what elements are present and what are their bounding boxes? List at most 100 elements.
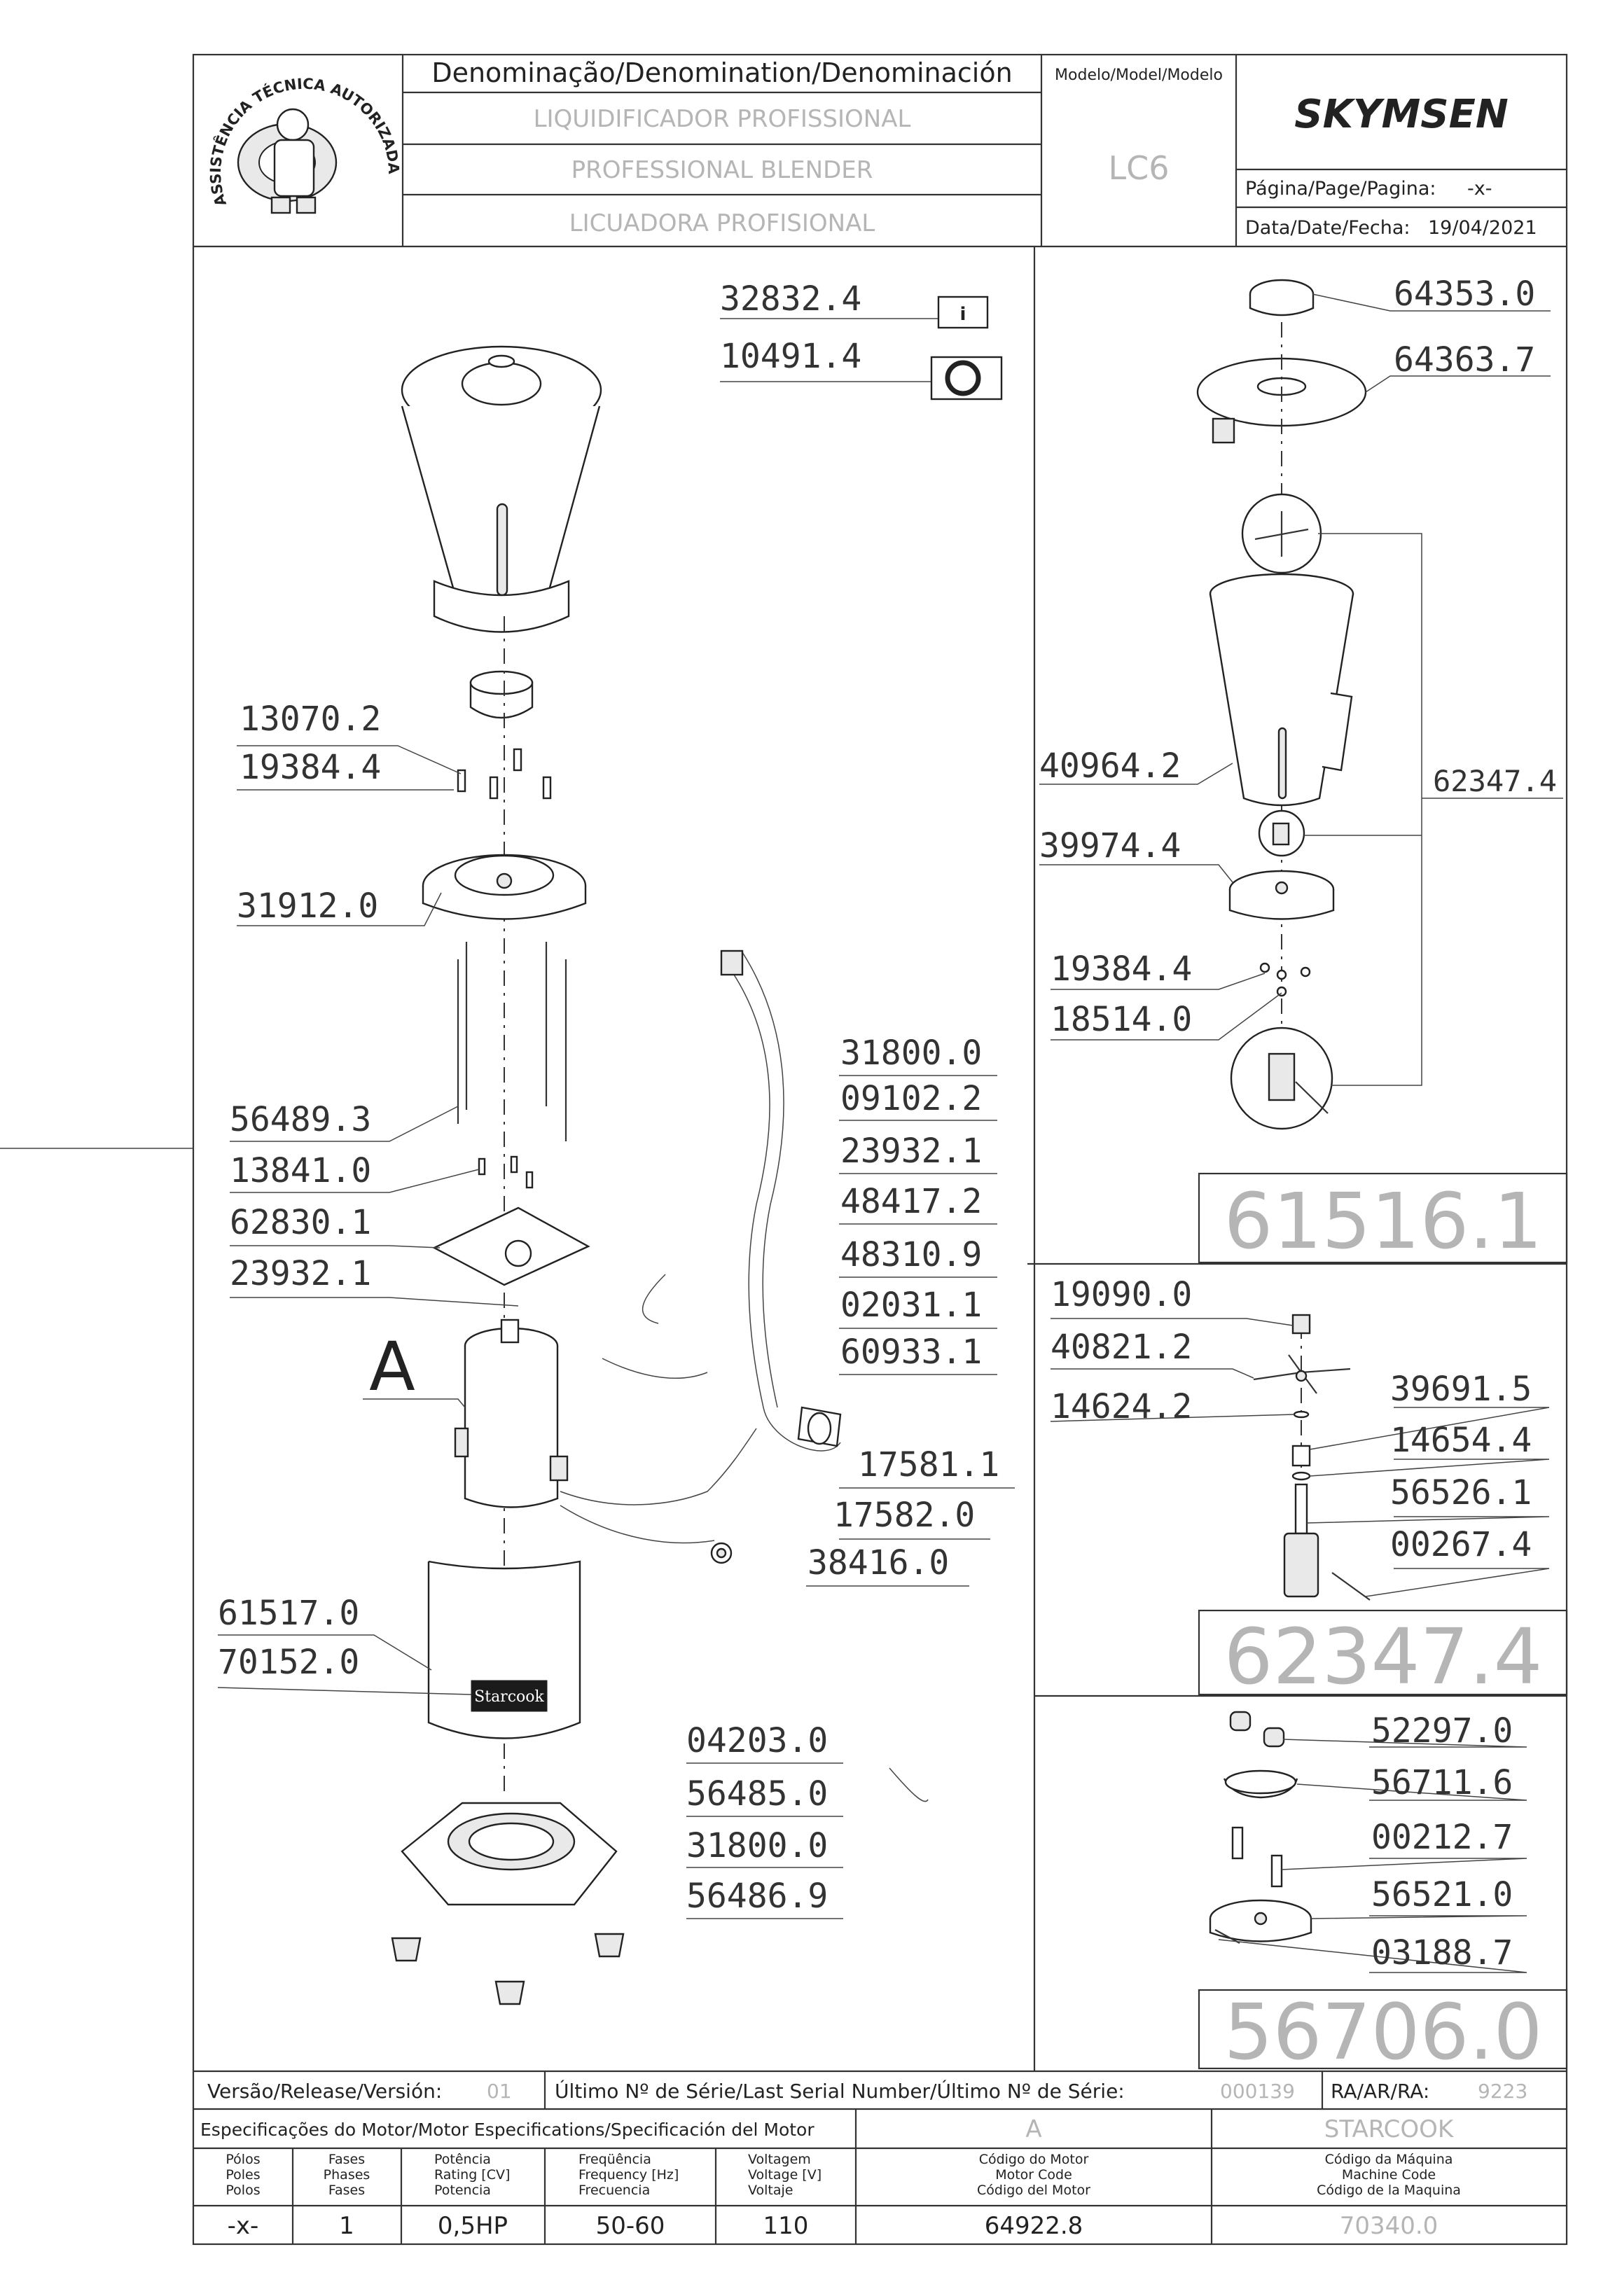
- motor-spec-title: Especificações do Motor/Motor Especifica…: [200, 2120, 815, 2140]
- release-label: Versão/Release/Versión:: [207, 2080, 442, 2103]
- col-voltage-pt: Voltagem: [748, 2152, 811, 2167]
- assembly-code-56706-0: 56706.0: [1224, 1987, 1543, 2077]
- part-09102-2: 09102.2: [840, 1079, 982, 1118]
- jar-part-labels: 64353.0 64363.7 40964.2 62347.4 39974.4 …: [1039, 274, 1568, 1266]
- value-poles: -x-: [228, 2212, 259, 2240]
- part-52297-0: 52297.0: [1371, 1711, 1513, 1751]
- part-18514-0: 18514.0: [1051, 1000, 1192, 1039]
- col-motor-code-pt: Código do Motor: [979, 2152, 1089, 2167]
- col-machine-code-en: Machine Code: [1342, 2167, 1436, 2183]
- col-machine-code-pt: Código da Máquina: [1325, 2152, 1453, 2167]
- value-rating: 0,5HP: [438, 2212, 508, 2240]
- brand-logo: SKYMSEN: [1294, 92, 1508, 137]
- part-31912-0: 31912.0: [237, 886, 378, 926]
- blade-assembly-drawing: [1253, 1314, 1371, 1601]
- part-56486-9: 56486.9: [686, 1877, 828, 1916]
- value-machine-code: 70340.0: [1340, 2212, 1439, 2240]
- date-label: Data/Date/Fecha:: [1245, 217, 1410, 239]
- coupling-part-labels: 52297.0 56711.6 00212.7 56521.0 03188.7 …: [1198, 1711, 1568, 2077]
- col-phases-pt: Fases: [328, 2152, 365, 2167]
- part-48417-2: 48417.2: [840, 1182, 982, 1221]
- col-rating-pt: Potência: [434, 2152, 491, 2167]
- part-40821-2: 40821.2: [1051, 1328, 1192, 1367]
- part-56711-6: 56711.6: [1371, 1763, 1513, 1802]
- main-blender-drawing: Starcook: [391, 345, 929, 2005]
- col-rating-en: Rating [CV]: [434, 2167, 510, 2183]
- part-70152-0: 70152.0: [218, 1643, 359, 1682]
- part-04203-0: 04203.0: [686, 1721, 828, 1760]
- part-13841-0: 13841.0: [230, 1151, 371, 1190]
- part-32832-4: 32832.4: [720, 279, 861, 319]
- footer-table: Versão/Release/Versión: 01 Último Nº de …: [200, 2079, 1527, 2240]
- part-23932-1-screw: 23932.1: [230, 1254, 371, 1293]
- value-motor-code: 64922.8: [985, 2212, 1083, 2240]
- part-56489-3: 56489.3: [230, 1100, 371, 1139]
- denomination-label: Denominação/Denomination/Denominación: [431, 57, 1012, 88]
- part-56526-1: 56526.1: [1390, 1473, 1532, 1512]
- part-62830-1: 62830.1: [230, 1203, 371, 1242]
- col-rating-es: Potencia: [434, 2183, 491, 2198]
- serial-label: Último Nº de Série/Last Serial Number/Úl…: [555, 2079, 1125, 2103]
- date-value: 19/04/2021: [1428, 217, 1537, 239]
- col-machine-code-es: Código de la Maquina: [1317, 2183, 1461, 2198]
- col-motor-code-en: Motor Code: [995, 2167, 1072, 2183]
- col-poles-pt: Pólos: [226, 2152, 260, 2167]
- part-39974-4: 39974.4: [1039, 826, 1181, 865]
- part-17581-1: 17581.1: [858, 1445, 999, 1484]
- value-frequency: 50-60: [596, 2212, 665, 2240]
- main-leader-lines: [217, 318, 1015, 1919]
- part-60933-1: 60933.1: [840, 1333, 982, 1372]
- part-38416-0: 38416.0: [807, 1543, 949, 1582]
- ra-label: RA/AR/RA:: [1331, 2080, 1429, 2103]
- motor-letter: A: [369, 1328, 415, 1406]
- jar-assembly-drawing: [1196, 279, 1422, 1130]
- brand-plate: Starcook: [474, 1688, 544, 1706]
- part-56521-0: 56521.0: [1371, 1875, 1513, 1914]
- machine-brand: STARCOOK: [1324, 2115, 1455, 2143]
- sheet-frame: [0, 53, 1568, 2246]
- part-13070-2: 13070.2: [240, 700, 381, 739]
- part-02031-1: 02031.1: [840, 1286, 982, 1325]
- name-portuguese: LIQUIDIFICADOR PROFISSIONAL: [534, 105, 911, 133]
- part-14654-4: 14654.4: [1390, 1421, 1532, 1460]
- part-39691-5: 39691.5: [1390, 1370, 1532, 1409]
- part-56485-0: 56485.0: [686, 1774, 828, 1814]
- svg-text:i: i: [960, 304, 966, 325]
- part-62347-4-ref: 62347.4: [1433, 764, 1557, 798]
- coupling-leader-lines: [1218, 1739, 1527, 1973]
- part-64363-7: 64363.7: [1394, 340, 1535, 380]
- assembly-code-61516-1: 61516.1: [1224, 1176, 1543, 1266]
- col-frequency-pt: Freqüência: [578, 2152, 651, 2167]
- col-phases-es: Fases: [328, 2183, 365, 2198]
- part-00212-7: 00212.7: [1371, 1818, 1513, 1857]
- part-03188-7: 03188.7: [1371, 1933, 1513, 1973]
- part-00267-4: 00267.4: [1390, 1525, 1532, 1564]
- motor-letter-footer: A: [1025, 2115, 1041, 2143]
- name-english: PROFESSIONAL BLENDER: [571, 156, 873, 184]
- blade-part-labels: 19090.0 40821.2 14624.2 39691.5 14654.4 …: [1051, 1275, 1568, 1702]
- ra-value: 9223: [1478, 2080, 1527, 2103]
- part-19384-4-jar: 19384.4: [1051, 949, 1192, 989]
- part-31800-0-feet: 31800.0: [686, 1826, 828, 1865]
- blade-leader-lines: [1050, 1318, 1550, 1597]
- name-spanish: LICUADORA PROFISIONAL: [569, 209, 875, 237]
- release-value: 01: [487, 2080, 512, 2103]
- coupling-assembly-drawing: [1209, 1711, 1312, 1944]
- part-19384-4: 19384.4: [240, 748, 381, 787]
- col-motor-code-es: Código del Motor: [977, 2183, 1090, 2198]
- col-poles-es: Polos: [226, 2183, 260, 2198]
- col-poles-en: Poles: [226, 2167, 260, 2183]
- part-19090-0: 19090.0: [1051, 1275, 1192, 1314]
- part-48310-9: 48310.9: [840, 1235, 982, 1274]
- col-phases-en: Phases: [324, 2167, 370, 2183]
- col-frequency-en: Frequency [Hz]: [578, 2167, 679, 2183]
- part-23932-1-terminal: 23932.1: [840, 1132, 982, 1171]
- part-17582-0: 17582.0: [833, 1496, 975, 1535]
- col-frequency-es: Frecuencia: [578, 2183, 650, 2198]
- part-40964-2: 40964.2: [1039, 746, 1181, 786]
- value-voltage: 110: [763, 2212, 809, 2240]
- col-voltage-en: Voltage [V]: [748, 2167, 822, 2183]
- model-label: Modelo/Model/Modelo: [1055, 67, 1223, 84]
- value-phases: 1: [339, 2212, 354, 2240]
